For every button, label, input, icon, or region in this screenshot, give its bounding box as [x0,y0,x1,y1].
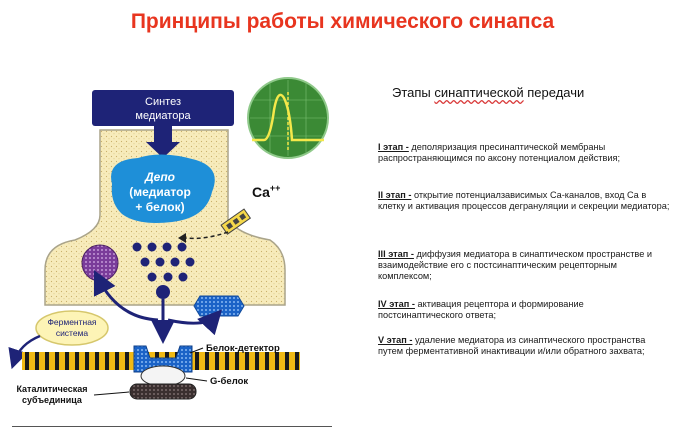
stages-title-underlined: синаптической [434,85,524,100]
stages-title: Этапы синаптической передачи [392,85,584,100]
depot-label-2: (медиатор [129,185,191,199]
stage-2-label: II этап - [378,190,412,200]
stage-5-label: V этап - [378,335,413,345]
catalytic-subunit [129,383,197,400]
reuptake-arrow [167,309,223,336]
gprotein-pointer [185,377,208,382]
ca-influx-arrow [185,231,229,240]
stages-title-suffix: передачи [523,85,585,100]
slide-title: Принципы работы химического синапса [130,10,555,33]
stage-5-text: удаление медиатора из синаптического про… [378,335,646,356]
depot-label-3: + белок) [135,200,184,214]
depot-label-1: Депо [144,170,175,184]
to-enzyme-arrow [93,269,159,322]
action-potential-trace [252,93,324,142]
enzyme-out-arrow [8,334,41,370]
reuptake-transporter [193,295,245,317]
detector-label: Белок-детектор [206,343,280,354]
stage-3-label: III этап - [378,249,414,259]
synthesis-label-1: Синтез [145,96,181,108]
enzyme-system [35,310,109,346]
ca-channel [220,208,252,235]
stage-1: I этап - деполяризация пресинаптической … [378,142,670,164]
detector-pointer [189,347,204,354]
stage-1-text: деполяризация пресинаптической мембраны … [378,142,621,163]
stage-1-label: I этап - [378,142,409,152]
gprotein-label: G-белок [210,376,248,387]
ca-label: Ca++ [252,183,280,200]
catalytic-label-1: Каталитическая [16,384,87,394]
synthesis-label-2: медиатора [135,110,191,122]
catalytic-pointer [93,391,130,396]
release-vesicle [156,285,170,299]
bottom-divider [12,426,332,427]
stage-2: II этап - открытие потенциалзависимых Ca… [378,190,670,212]
synthesis-arrow [146,126,180,158]
stage-4-text: активация рецептора и формирование постс… [378,299,584,320]
ca-influx-arrowhead [178,233,186,243]
stage-4-label: IV этап - [378,299,415,309]
enzyme-vesicle [81,244,119,282]
mediator-vesicles [132,242,195,282]
synthesis-box [92,90,234,126]
synapse-diagram: Синтез медиатора Депо (медиатор + белок)… [8,77,329,405]
stages-title-prefix: Этапы [392,85,435,100]
stage-3: III этап - диффузия медиатора в синаптич… [378,249,670,282]
enzyme-label-2: система [56,328,89,338]
stage-5: V этап - удаление медиатора из синаптиче… [378,335,670,357]
stage-2-text: открытие потенциалзависимых Ca-каналов, … [378,190,670,211]
catalytic-label-2: субъединица [22,395,83,405]
depot [111,154,215,223]
stage-4: IV этап - активация рецептора и формиров… [378,299,670,321]
stage-3-text: диффузия медиатора в синаптическом прост… [378,249,652,281]
g-protein [140,365,186,387]
enzyme-label-1: Ферментная [47,317,96,327]
